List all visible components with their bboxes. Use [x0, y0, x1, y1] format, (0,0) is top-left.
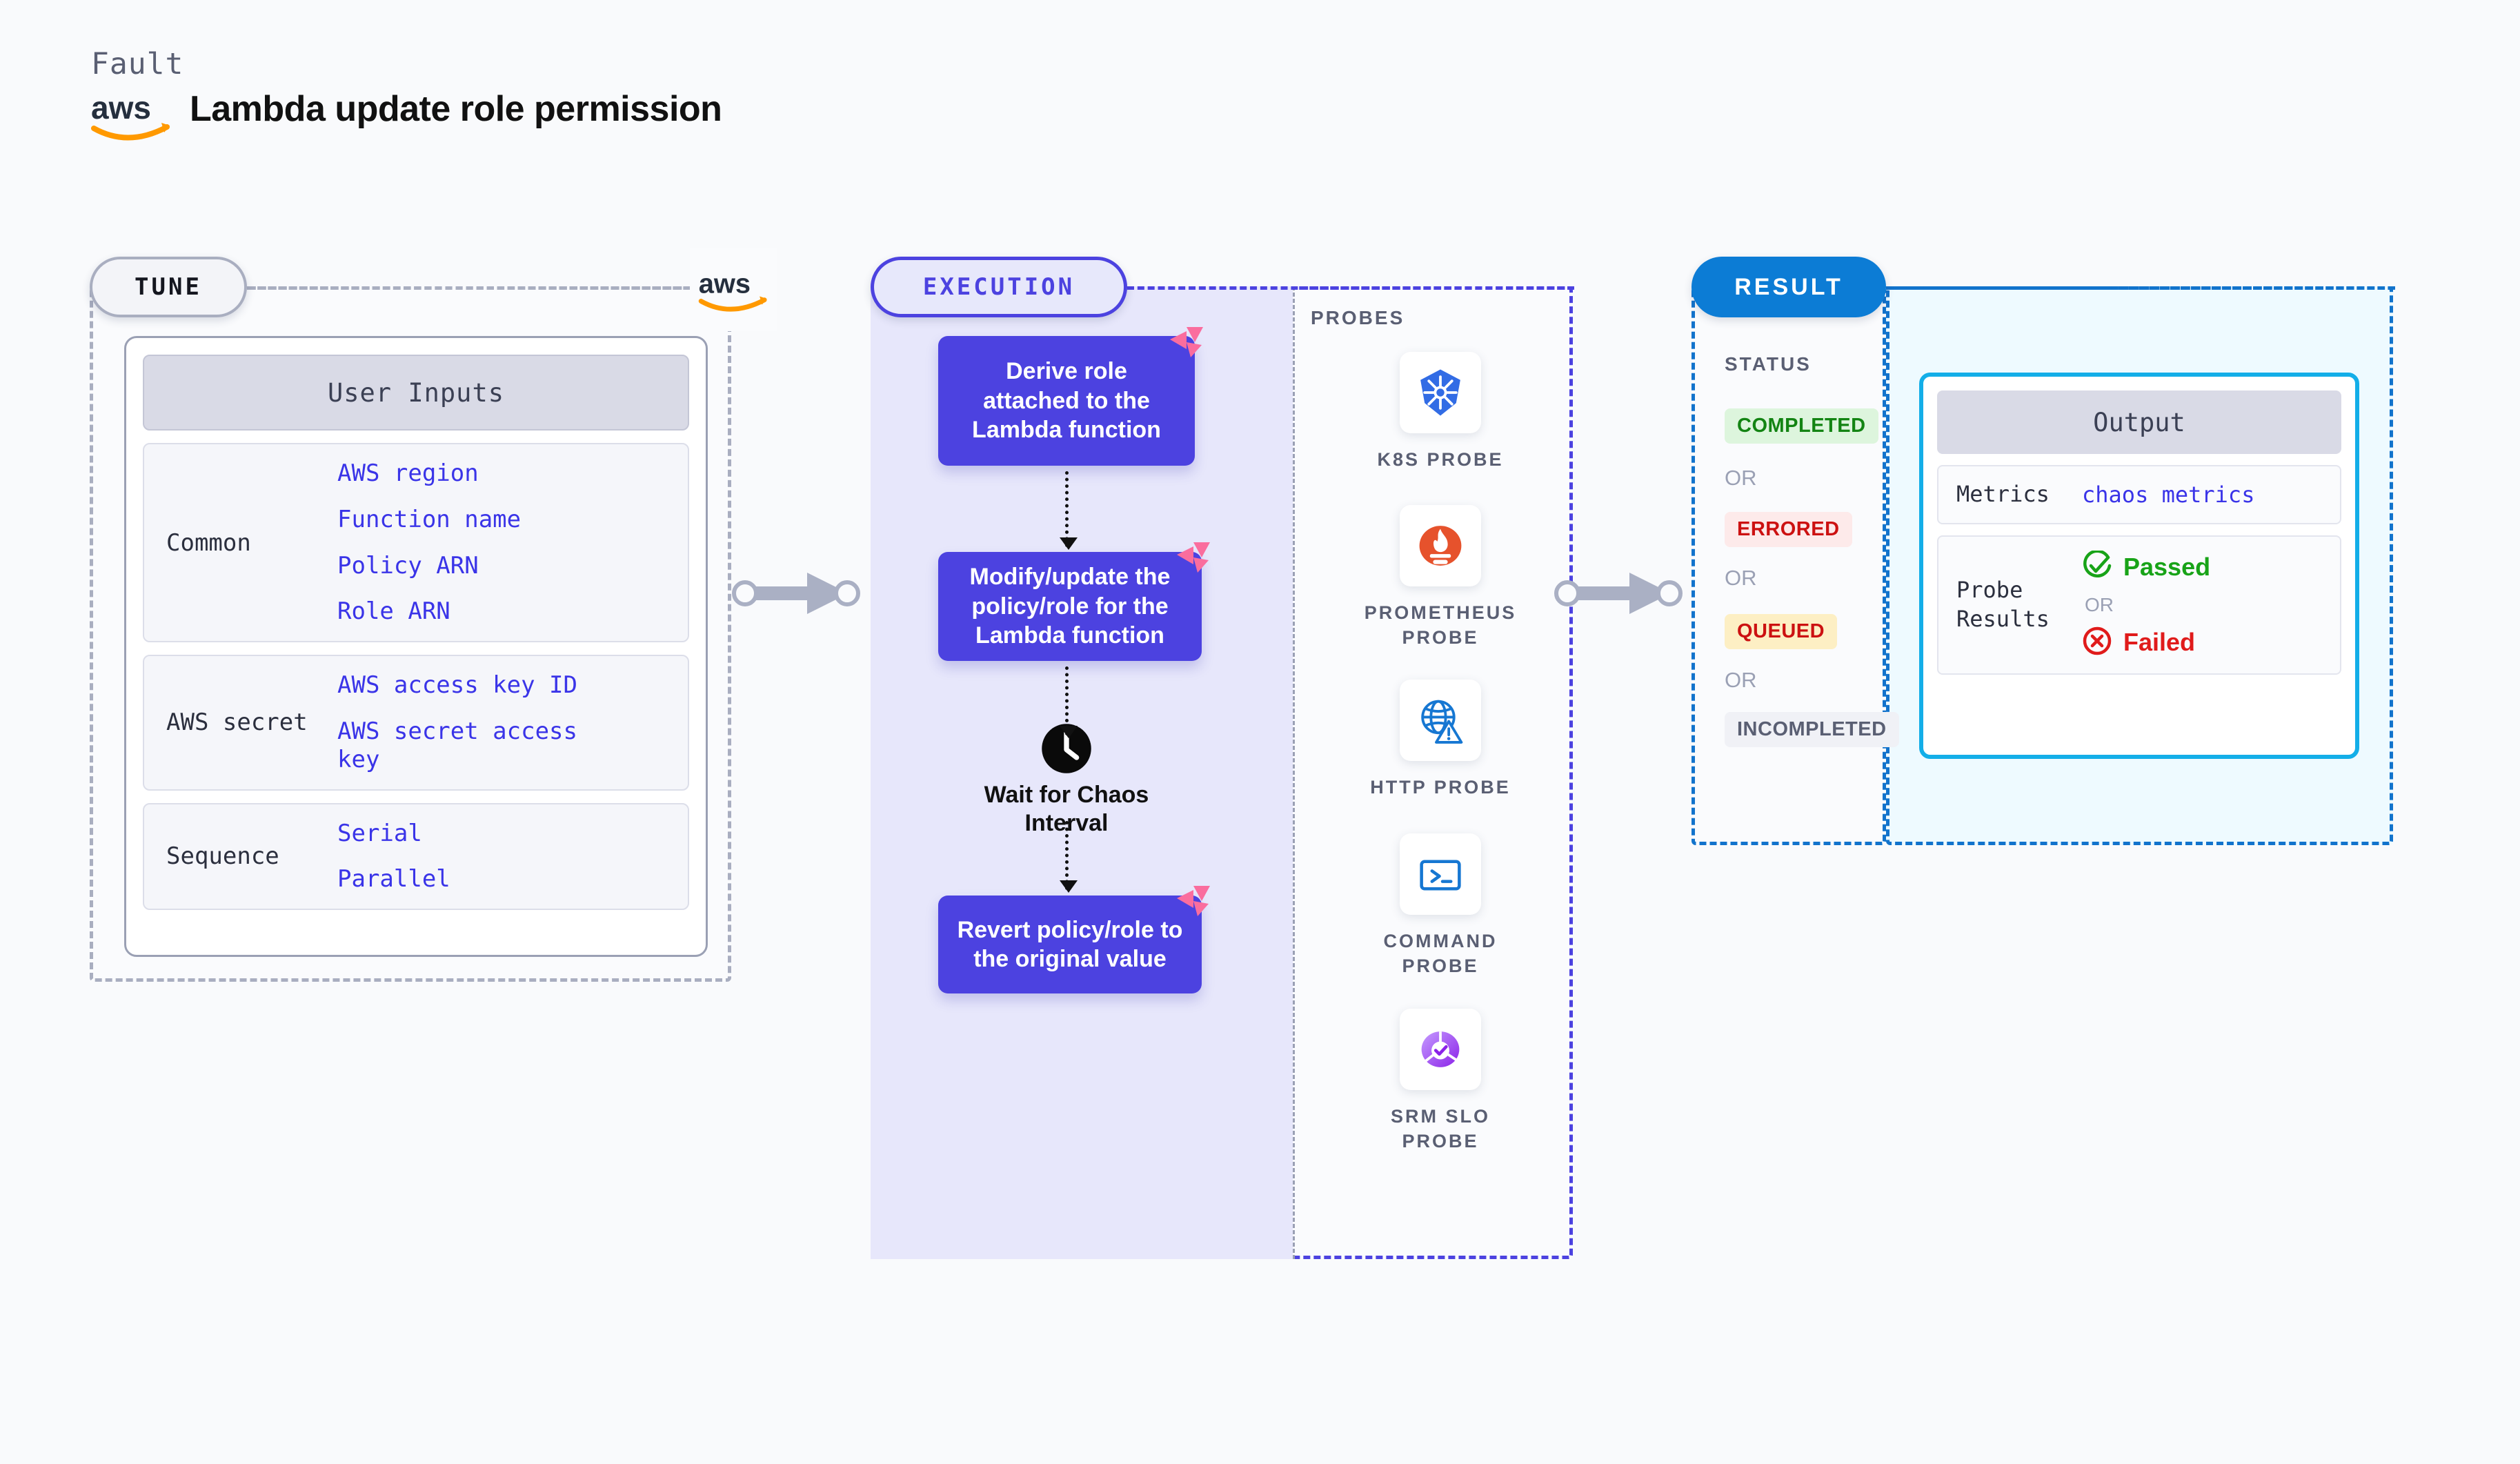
status-badge-text: COMPLETED — [1725, 408, 1878, 444]
fault-kicker: Fault — [91, 47, 184, 81]
status-badge-text: QUEUED — [1725, 614, 1838, 649]
probe-item[interactable]: SRM SLO PROBE — [1365, 1009, 1516, 1154]
probe-item[interactable]: COMMAND PROBE — [1365, 833, 1516, 979]
output-title: Output — [1937, 390, 2341, 454]
execution-badge[interactable]: EXECUTION — [871, 257, 1127, 317]
litmus-icon — [1173, 883, 1211, 922]
status-label: STATUS — [1725, 353, 1812, 375]
x-circle-icon — [2082, 626, 2112, 660]
probe-results-label: Probe Results — [1956, 577, 2050, 632]
failed-text: Failed — [2123, 628, 2196, 657]
litmus-icon — [1173, 540, 1211, 578]
check-circle-icon — [2082, 549, 2112, 584]
terminal-icon — [1400, 833, 1481, 915]
aws-logo-icon: aws — [690, 248, 777, 331]
flow-connector-arrow — [1060, 666, 1078, 738]
input-group-sequence: Sequence Serial Parallel — [143, 802, 689, 911]
probe-label: COMMAND PROBE — [1383, 931, 1498, 977]
page-title: Lambda update role permission — [190, 89, 722, 129]
status-or-separator: OR — [1725, 466, 1757, 490]
output-card: Output Metrics chaos metrics Probe Resul… — [1919, 373, 2359, 759]
probe-item[interactable]: K8S PROBE — [1365, 352, 1516, 472]
flow-arrow-tune-to-execution — [731, 552, 869, 638]
probe-item[interactable]: HTTP PROBE — [1365, 680, 1516, 800]
input-value: AWS region — [337, 459, 479, 487]
litmus-icon — [1166, 324, 1204, 363]
probe-label: SRM SLO PROBE — [1390, 1106, 1490, 1152]
input-group-label: Common — [166, 528, 251, 557]
input-value: Role ARN — [337, 597, 450, 626]
result-status-box — [1691, 286, 1886, 845]
execution-probes-divider — [1293, 286, 1295, 1259]
probe-result-passed: Passed — [2082, 549, 2211, 584]
execution-step-node[interactable]: Modify/update the policy/role for the La… — [938, 552, 1202, 661]
result-badge[interactable]: RESULT — [1691, 257, 1886, 317]
input-value: Function name — [337, 505, 522, 533]
probe-label: HTTP PROBE — [1370, 777, 1511, 798]
probe-label: K8S PROBE — [1377, 449, 1504, 470]
result-connector-line — [1886, 286, 2395, 290]
input-value: Serial — [337, 819, 422, 847]
prometheus-icon — [1400, 505, 1481, 586]
tune-connector-line — [247, 286, 734, 290]
execution-connector-line — [1127, 286, 1574, 290]
metrics-label: Metrics — [1956, 481, 2050, 507]
input-group-common: Common AWS region Function name Policy A… — [143, 443, 689, 643]
metrics-value: chaos metrics — [2082, 481, 2255, 508]
output-metrics-row: Metrics chaos metrics — [1937, 465, 2341, 524]
svg-text:aws: aws — [91, 90, 151, 126]
flow-arrow-execution-to-result — [1552, 552, 1697, 638]
status-or-separator: OR — [1725, 566, 1757, 590]
execution-step-node[interactable]: Revert policy/role to the original value — [938, 896, 1202, 993]
probe-label: PROMETHEUS PROBE — [1364, 602, 1517, 649]
user-inputs-card: User Inputs Common AWS region Function n… — [124, 336, 708, 957]
user-inputs-title: User Inputs — [143, 355, 689, 431]
input-group-label: Sequence — [166, 842, 279, 871]
status-badge: ERRORED — [1725, 512, 1852, 547]
tune-badge[interactable]: TUNE — [90, 257, 247, 317]
input-group-label: AWS secret — [166, 709, 308, 737]
input-value: AWS secret access key — [337, 717, 577, 773]
input-value: Policy ARN — [337, 551, 479, 580]
flow-connector-arrow — [1060, 471, 1078, 550]
status-badge: COMPLETED — [1725, 408, 1878, 444]
probes-label: PROBES — [1311, 307, 1405, 328]
status-or-separator: OR — [1725, 668, 1757, 692]
svg-text:aws: aws — [699, 268, 751, 299]
output-probe-results-row: Probe Results Passed OR — [1937, 535, 2341, 675]
execution-step-node[interactable]: Derive role attached to the Lambda funct… — [938, 336, 1195, 466]
http-globe-warning-icon — [1400, 680, 1481, 761]
input-value: Parallel — [337, 865, 450, 893]
status-badge-text: ERRORED — [1725, 512, 1852, 547]
passed-text: Passed — [2123, 553, 2211, 582]
wait-for-chaos-interval-label: Wait for Chaos Interval — [984, 782, 1149, 837]
aws-logo: aws — [90, 88, 172, 142]
probe-result-failed: Failed — [2082, 626, 2210, 660]
probe-item[interactable]: PROMETHEUS PROBE — [1365, 505, 1516, 651]
flow-connector-arrow — [1060, 821, 1078, 893]
probe-result-or-separator: OR — [2085, 593, 2114, 615]
status-badge: INCOMPLETED — [1725, 712, 1899, 747]
input-value: AWS access key ID — [337, 671, 577, 700]
kubernetes-icon — [1400, 352, 1481, 433]
input-group-aws-secret: AWS secret AWS access key ID AWS secret … — [143, 655, 689, 791]
clock-icon — [1033, 722, 1100, 775]
srm-slo-icon — [1400, 1009, 1481, 1090]
status-badge: QUEUED — [1725, 614, 1838, 649]
status-badge-text: INCOMPLETED — [1725, 712, 1899, 747]
